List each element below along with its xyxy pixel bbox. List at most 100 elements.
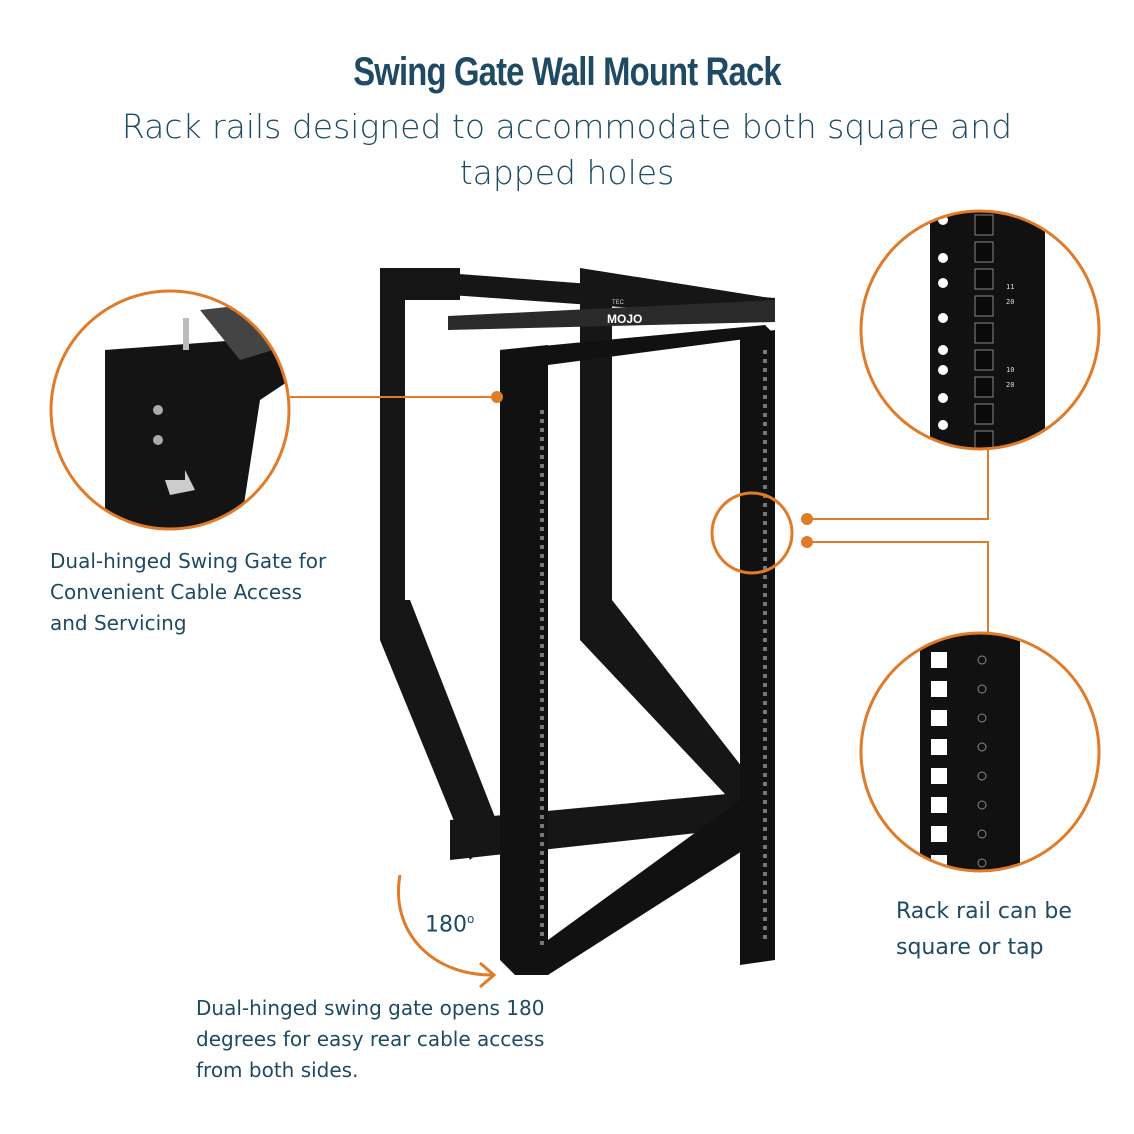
logo-small: TEC bbox=[612, 300, 625, 306]
rail-hole bbox=[763, 530, 767, 534]
rail-hole bbox=[977, 800, 987, 810]
rail-hole bbox=[540, 896, 544, 900]
rail-hole bbox=[540, 509, 544, 513]
rail-hole bbox=[763, 467, 767, 471]
rail-hole bbox=[540, 644, 544, 648]
rail-hole bbox=[540, 923, 544, 927]
rail-hole bbox=[540, 599, 544, 603]
rail-hole bbox=[540, 500, 544, 504]
callout-dots bbox=[491, 391, 813, 548]
rail-callout-text: Rack rail can be square or tap bbox=[896, 899, 1072, 960]
rail-hole bbox=[540, 536, 544, 540]
rail-hole bbox=[763, 728, 767, 732]
rail-hole bbox=[540, 941, 544, 945]
rail-hole bbox=[763, 881, 767, 885]
rail-hole bbox=[763, 737, 767, 741]
rail-hole bbox=[540, 545, 544, 549]
rail-hole bbox=[763, 566, 767, 570]
rail-hole bbox=[931, 681, 947, 697]
rail-hole bbox=[540, 932, 544, 936]
rail-hole bbox=[763, 413, 767, 417]
rail-hole bbox=[540, 716, 544, 720]
rail-hole bbox=[763, 899, 767, 903]
rail-hole bbox=[763, 521, 767, 525]
rail-hole bbox=[763, 512, 767, 516]
rail-hole bbox=[763, 755, 767, 759]
rail-hole bbox=[763, 449, 767, 453]
rail-hole bbox=[540, 446, 544, 450]
rail-hole bbox=[763, 431, 767, 435]
rail-hole bbox=[938, 278, 948, 288]
rail-hole bbox=[974, 295, 994, 317]
rail-hole bbox=[540, 653, 544, 657]
rail-hole bbox=[977, 829, 987, 839]
rail-hole bbox=[540, 419, 544, 423]
rail-mark: 10 bbox=[1006, 366, 1014, 374]
rail-hole bbox=[763, 773, 767, 777]
rail-hole bbox=[540, 455, 544, 459]
rail-hole bbox=[540, 842, 544, 846]
rail-hole bbox=[938, 393, 948, 403]
rail-hole bbox=[977, 858, 987, 868]
rail-hole bbox=[763, 872, 767, 876]
rack-rear-frame bbox=[380, 268, 775, 860]
rail-hole bbox=[763, 503, 767, 507]
rail-hole bbox=[540, 824, 544, 828]
rail-hole bbox=[763, 701, 767, 705]
rail-hole bbox=[931, 826, 947, 842]
rail-hole bbox=[540, 527, 544, 531]
logo-brand: MOJO bbox=[607, 312, 642, 326]
rail-hole bbox=[763, 764, 767, 768]
rail-hole bbox=[763, 368, 767, 372]
rail-hole bbox=[540, 671, 544, 675]
rail-hole bbox=[763, 575, 767, 579]
rail-hole bbox=[974, 376, 994, 398]
rail-hole bbox=[763, 818, 767, 822]
rail-hole bbox=[540, 878, 544, 882]
rail-hole bbox=[540, 518, 544, 522]
tapped-rail-detail-image: 11 20 10 20 bbox=[862, 212, 1098, 448]
rail-hole bbox=[938, 313, 948, 323]
rail-hole bbox=[763, 458, 767, 462]
rail-hole bbox=[540, 788, 544, 792]
rail-hole bbox=[540, 662, 544, 666]
rail-hole bbox=[540, 887, 544, 891]
rail-hole bbox=[763, 692, 767, 696]
rail-hole bbox=[540, 698, 544, 702]
rail-hole bbox=[763, 827, 767, 831]
rail-hole bbox=[763, 584, 767, 588]
rail-hole bbox=[540, 797, 544, 801]
rail-hole bbox=[931, 710, 947, 726]
rail-hole bbox=[540, 473, 544, 477]
page-subtitle: Rack rails designed to accommodate both … bbox=[121, 107, 1013, 192]
rail-hole bbox=[540, 743, 544, 747]
rail-hole bbox=[931, 652, 947, 668]
rail-hole bbox=[763, 863, 767, 867]
rail-hole bbox=[763, 674, 767, 678]
rail-hole bbox=[540, 626, 544, 630]
rail-hole bbox=[977, 742, 987, 752]
rail-hole bbox=[763, 359, 767, 363]
rail-hole bbox=[540, 608, 544, 612]
rail-hole bbox=[938, 253, 948, 263]
rail-hole bbox=[763, 782, 767, 786]
hinge-callout-text: Dual-hinged Swing Gate for Convenient Ca… bbox=[50, 549, 327, 635]
rail-hole bbox=[540, 689, 544, 693]
rail-hole bbox=[763, 908, 767, 912]
rail-hole bbox=[931, 739, 947, 755]
square-rail-detail-image bbox=[862, 634, 1098, 870]
rail-hole bbox=[763, 746, 767, 750]
rail-hole bbox=[763, 719, 767, 723]
rail-hole bbox=[540, 581, 544, 585]
rail-hole bbox=[540, 815, 544, 819]
hinge-detail-image bbox=[52, 292, 288, 528]
rail-hole bbox=[974, 322, 994, 344]
rail-hole bbox=[938, 420, 948, 430]
rail-hole bbox=[540, 428, 544, 432]
rail-hole bbox=[763, 800, 767, 804]
rail-hole bbox=[540, 590, 544, 594]
rail-hole bbox=[763, 845, 767, 849]
rail-hole bbox=[763, 638, 767, 642]
rail-hole bbox=[763, 836, 767, 840]
